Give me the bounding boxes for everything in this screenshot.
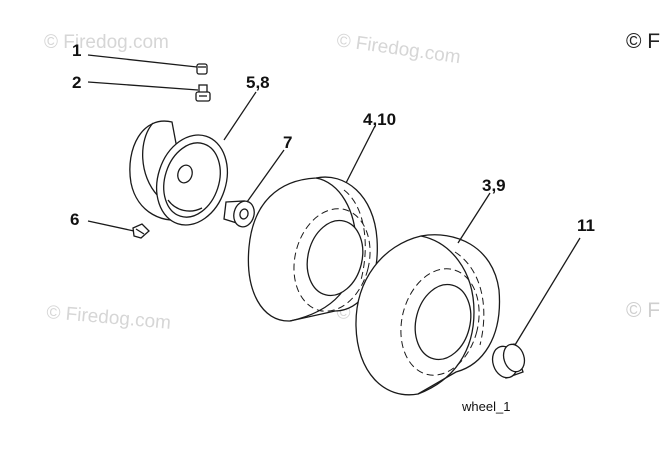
leader-6	[87, 220, 135, 232]
watermark-bottom-right-edge: © F	[626, 299, 660, 322]
part-bushing	[223, 200, 255, 228]
callout-2: 2	[72, 73, 81, 92]
leader-5-8	[223, 91, 257, 141]
leader-11	[514, 237, 581, 346]
leader-3-9	[457, 192, 491, 244]
callout-labels: 1 2 5,8 7 4,10 3,9 6 11	[70, 41, 595, 235]
callout-11: 11	[577, 216, 595, 235]
leader-7	[246, 149, 285, 203]
part-valve-stem	[195, 84, 211, 102]
leader-1	[87, 54, 198, 68]
callout-6: 6	[70, 210, 79, 229]
part-valve-cap	[196, 63, 208, 75]
part-front-tire	[247, 176, 378, 322]
figure-caption: wheel_1	[461, 399, 510, 414]
callout-4-10: 4,10	[363, 110, 396, 129]
part-hub-cap	[491, 343, 526, 379]
watermark-top-left: © Firedog.com	[44, 32, 169, 53]
callout-1: 1	[72, 41, 81, 60]
leader-4-10	[345, 125, 376, 184]
watermark-top-center: © Firedog.com	[335, 30, 462, 68]
watermark-bottom-left: © Firedog.com	[46, 302, 172, 334]
part-rear-tire	[355, 234, 501, 396]
callout-5-8: 5,8	[246, 73, 270, 92]
leader-2	[87, 81, 199, 91]
callout-7: 7	[283, 133, 292, 152]
callout-3-9: 3,9	[482, 176, 506, 195]
part-lug-bolt	[132, 223, 150, 239]
leader-lines	[87, 54, 581, 346]
part-wheel-rim	[129, 120, 228, 226]
watermark-top-right-edge: © F	[626, 30, 660, 53]
